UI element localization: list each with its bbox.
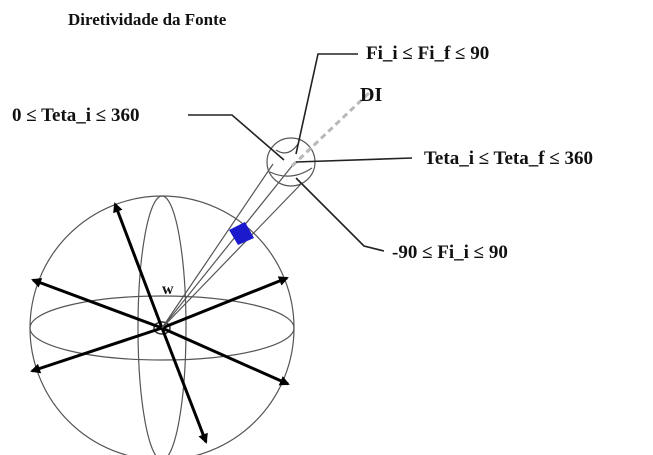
leader-teta-f <box>295 157 413 163</box>
small-sphere-arc-top <box>275 143 299 154</box>
arrow-up-icon <box>113 202 164 329</box>
fi-i-range-label: -90 ≤ Fi_i ≤ 90 <box>392 242 508 263</box>
omega-label: w <box>162 281 174 298</box>
leader-lines <box>188 53 413 252</box>
di-direction-line <box>290 90 372 168</box>
di-label: DI <box>360 84 382 106</box>
sphere-meridian <box>137 195 187 455</box>
cone-edge-upper <box>161 163 274 329</box>
arrow-lower-left-icon <box>30 326 163 374</box>
arrow-lower-right-icon <box>161 326 290 386</box>
leader-fi-i <box>295 177 385 252</box>
arrow-down-icon <box>160 327 208 444</box>
directivity-cone <box>161 163 302 329</box>
direction-arrows <box>30 202 290 444</box>
leader-fi-range <box>295 53 358 155</box>
sphere <box>29 195 295 455</box>
arrow-left-icon <box>31 278 163 330</box>
small-sphere-arc <box>269 167 313 177</box>
arrow-right-icon <box>161 276 289 330</box>
teta-i-range-label: 0 ≤ Teta_i ≤ 360 <box>12 105 139 126</box>
diagram-title: Diretividade da Fonte <box>68 10 227 29</box>
teta-f-range-label: Teta_i ≤ Teta_f ≤ 360 <box>424 148 593 169</box>
sphere-equator <box>29 295 295 361</box>
surface-element <box>229 222 254 245</box>
fi-range-label: Fi_i ≤ Fi_f ≤ 90 <box>366 43 489 64</box>
leader-teta-i <box>188 114 285 161</box>
cone-edge-lower <box>161 183 302 329</box>
cone-axis <box>161 165 293 329</box>
